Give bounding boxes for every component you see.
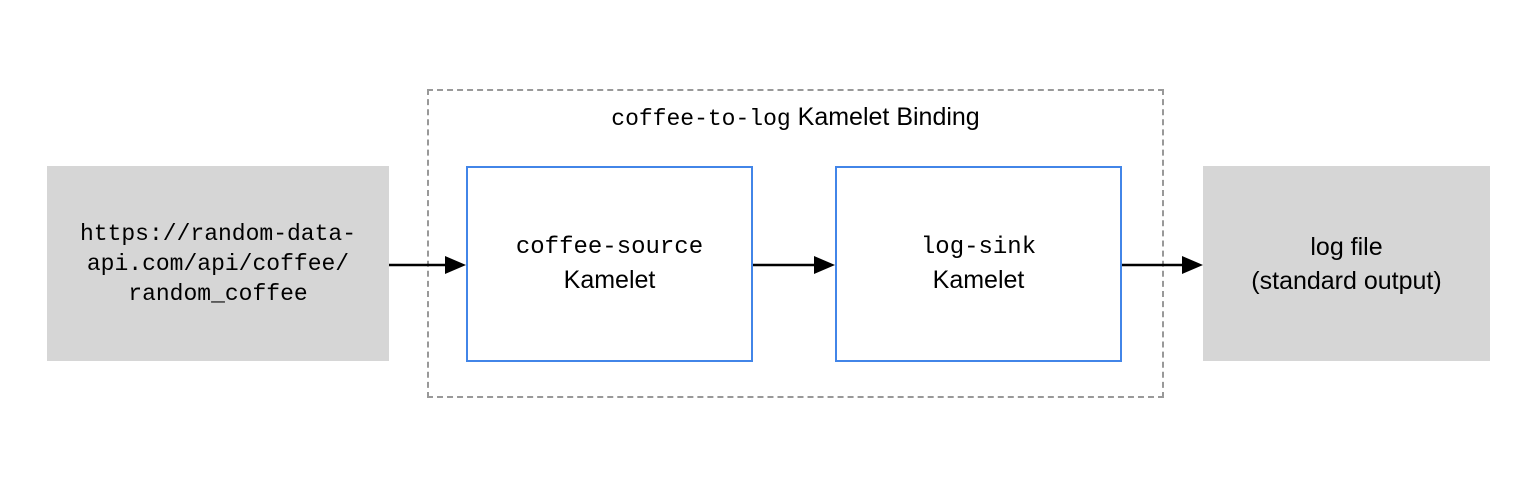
arrow-source-to-coffee-source <box>389 254 467 276</box>
kamelet-binding-title-suffix: Kamelet Binding <box>797 103 980 131</box>
external-sink-box: log file (standard output) <box>1203 166 1490 361</box>
arrow-coffee-source-to-log-sink-icon <box>753 256 835 274</box>
external-source-url: https://random-data- api.com/api/coffee/… <box>79 220 357 307</box>
kamelet-box-log-sink: log-sink Kamelet <box>835 166 1122 362</box>
kamelet-kind-log-sink: Kamelet <box>932 266 1025 294</box>
kamelet-kind-coffee-source: Kamelet <box>563 266 656 294</box>
kamelet-name-coffee-source: coffee-source <box>515 234 704 261</box>
kamelet-box-coffee-source: coffee-source Kamelet <box>466 166 753 362</box>
arrow-source-to-coffee-source-icon <box>389 256 466 274</box>
arrow-coffee-source-to-log-sink <box>753 254 836 276</box>
kamelet-binding-title: coffee-to-log Kamelet Binding <box>427 103 1164 132</box>
kamelet-name-log-sink: log-sink <box>920 234 1037 261</box>
arrow-log-sink-to-log-file <box>1122 254 1204 276</box>
external-sink-label: log file (standard output) <box>1251 232 1442 295</box>
arrow-log-sink-to-log-file-icon <box>1122 256 1203 274</box>
kamelet-binding-title-name: coffee-to-log <box>611 106 791 132</box>
kamelet-binding-container <box>427 89 1164 398</box>
external-source-box: https://random-data- api.com/api/coffee/… <box>47 166 389 361</box>
